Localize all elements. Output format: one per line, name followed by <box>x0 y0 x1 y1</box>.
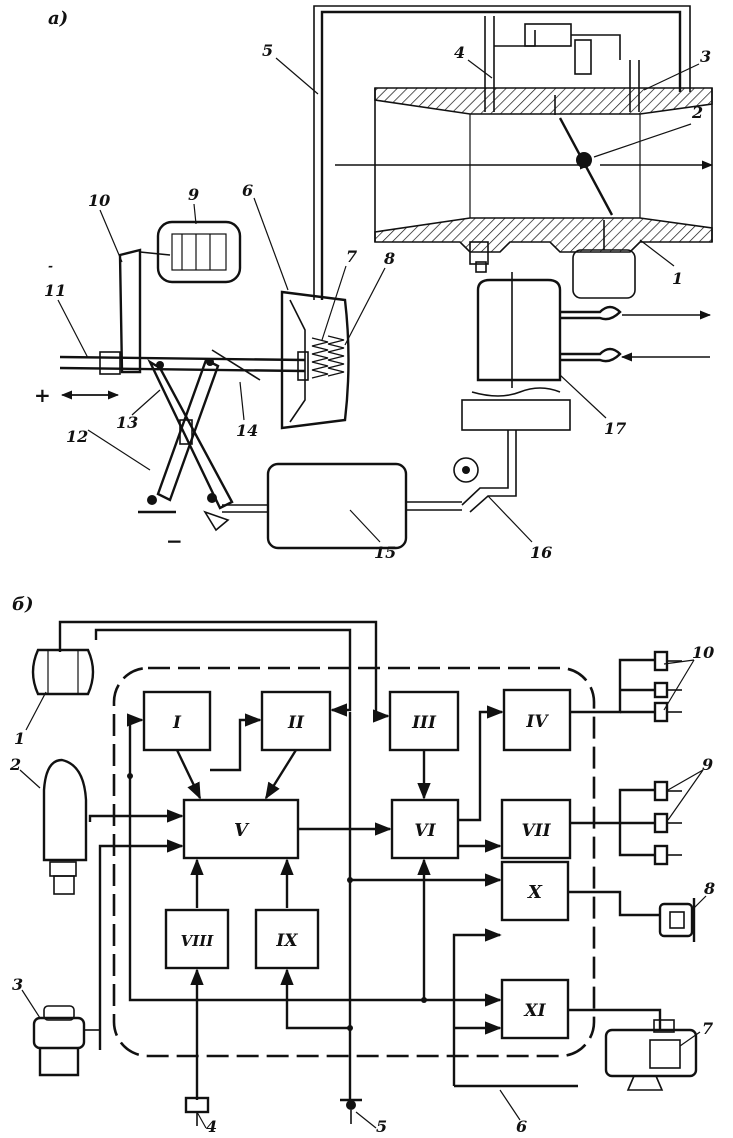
svg-text:I: I <box>172 713 182 733</box>
block-III: III <box>388 690 460 752</box>
panel-b-leaders <box>19 659 707 1129</box>
callout-a-2: 2 <box>691 103 703 122</box>
block-VIII: VIII <box>164 908 230 970</box>
block-VI: VI <box>390 798 460 860</box>
svg-text:VI: VI <box>414 821 436 841</box>
callout-a-17: 17 <box>604 419 626 438</box>
actuator-7 <box>604 1019 698 1091</box>
block-V: V <box>182 798 300 860</box>
callout-a-8: 8 <box>383 249 395 268</box>
linkage-12-13-14 <box>138 349 261 532</box>
venturi-housing <box>335 16 714 299</box>
block-X: X <box>500 860 570 922</box>
injectors-9 <box>653 780 682 866</box>
callout-a-1: 1 <box>672 269 683 288</box>
callout-b-10: 10 <box>692 643 714 662</box>
callout-b-6: 6 <box>516 1117 527 1136</box>
callout-a-7: 7 <box>346 247 357 266</box>
block-IV: IV <box>502 688 572 752</box>
panel-b: б) I II III IV V VI VII <box>9 594 715 1136</box>
panel-a-label: а) <box>48 8 68 29</box>
callout-a-4: 4 <box>454 43 465 62</box>
callout-a-3: 3 <box>700 47 711 66</box>
signal-lines <box>58 620 662 1100</box>
svg-text:IV: IV <box>525 712 549 732</box>
callout-a-6: 6 <box>242 181 253 200</box>
callout-a-15: 15 <box>374 543 396 562</box>
sign-plus: + <box>34 383 51 407</box>
actuator-8 <box>658 898 696 942</box>
cylinder-15 <box>266 462 408 550</box>
sensor-3 <box>32 1005 100 1077</box>
panel-b-label: б) <box>12 594 34 615</box>
callout-a-12: 12 <box>66 427 88 446</box>
callout-b-3: 3 <box>12 975 23 994</box>
injectors-10 <box>653 650 682 723</box>
panel-a-leaders <box>57 57 700 543</box>
sensor-2 <box>42 758 88 895</box>
block-IX: IX <box>254 908 320 970</box>
callout-a-14: 14 <box>236 421 258 440</box>
callout-a-9: 9 <box>188 185 199 204</box>
callout-a-16: 16 <box>530 543 552 562</box>
callout-a-11: 11 <box>44 281 66 300</box>
svg-text:VIII: VIII <box>181 932 215 950</box>
callout-a-13: 13 <box>116 413 138 432</box>
lever-10 <box>118 248 142 374</box>
panel-a: а) <box>34 5 714 562</box>
callout-b-2: 2 <box>9 755 21 774</box>
svg-text:VII: VII <box>521 821 551 841</box>
sensor-1 <box>31 648 95 696</box>
callout-b-9: 9 <box>702 755 713 774</box>
svg-text:V: V <box>234 820 250 841</box>
sign-minus-small: - <box>48 259 53 273</box>
tube-5 <box>320 10 682 300</box>
svg-text:X: X <box>527 882 543 903</box>
unit-17 <box>461 272 712 455</box>
diaphragm-chamber <box>280 290 350 430</box>
block-I: I <box>142 690 212 752</box>
svg-text:IX: IX <box>275 931 298 951</box>
valve-16 <box>453 455 517 513</box>
callout-b-5: 5 <box>376 1117 387 1136</box>
sensor-5 <box>340 1098 362 1124</box>
callout-b-4: 4 <box>206 1117 217 1136</box>
block-VII: VII <box>500 798 572 860</box>
callout-a-10: 10 <box>88 191 110 210</box>
callout-b-8: 8 <box>703 879 715 898</box>
callout-b-1: 1 <box>14 729 25 748</box>
sign-minus: − <box>166 529 183 553</box>
electromagnet-9 <box>156 220 242 284</box>
block-II: II <box>260 690 332 752</box>
block-XI: XI <box>500 978 570 1040</box>
svg-text:XI: XI <box>523 1001 546 1021</box>
svg-text:II: II <box>287 713 305 733</box>
svg-text:III: III <box>411 713 437 733</box>
callout-b-7: 7 <box>702 1019 713 1038</box>
callout-a-5: 5 <box>262 41 273 60</box>
